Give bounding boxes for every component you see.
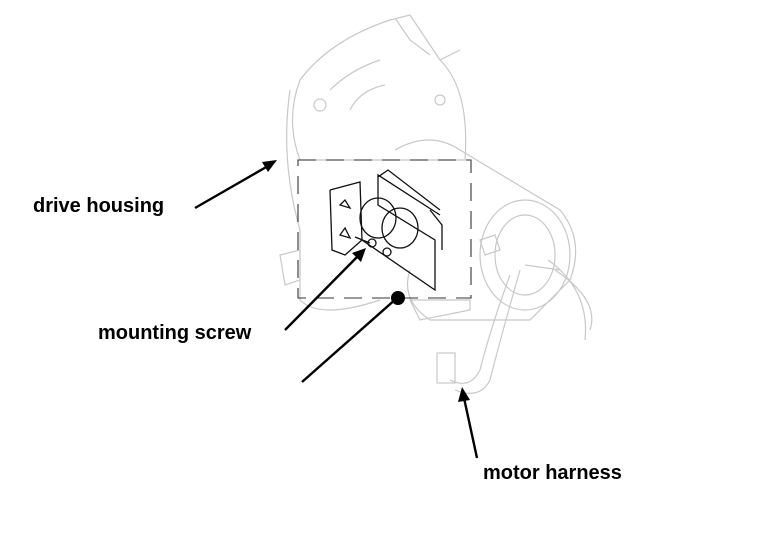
label-motor-harness: motor harness: [483, 462, 622, 484]
motor-illustration: [394, 139, 593, 394]
drive-housing-illustration: [279, 14, 467, 311]
label-mounting-screw: mounting screw: [98, 322, 252, 344]
callout-arrows: [194, 160, 479, 459]
drive-housing-arrow: [194, 164, 269, 210]
motor-harness-arrow: [462, 397, 479, 459]
control-board-assembly: [329, 169, 443, 292]
label-drive-housing: drive housing: [33, 195, 165, 217]
pointer-line: [301, 297, 398, 383]
mounting-screw-arrow: [284, 255, 359, 331]
detail-dashed-box: [297, 159, 472, 299]
pointer-dot: [391, 291, 405, 305]
